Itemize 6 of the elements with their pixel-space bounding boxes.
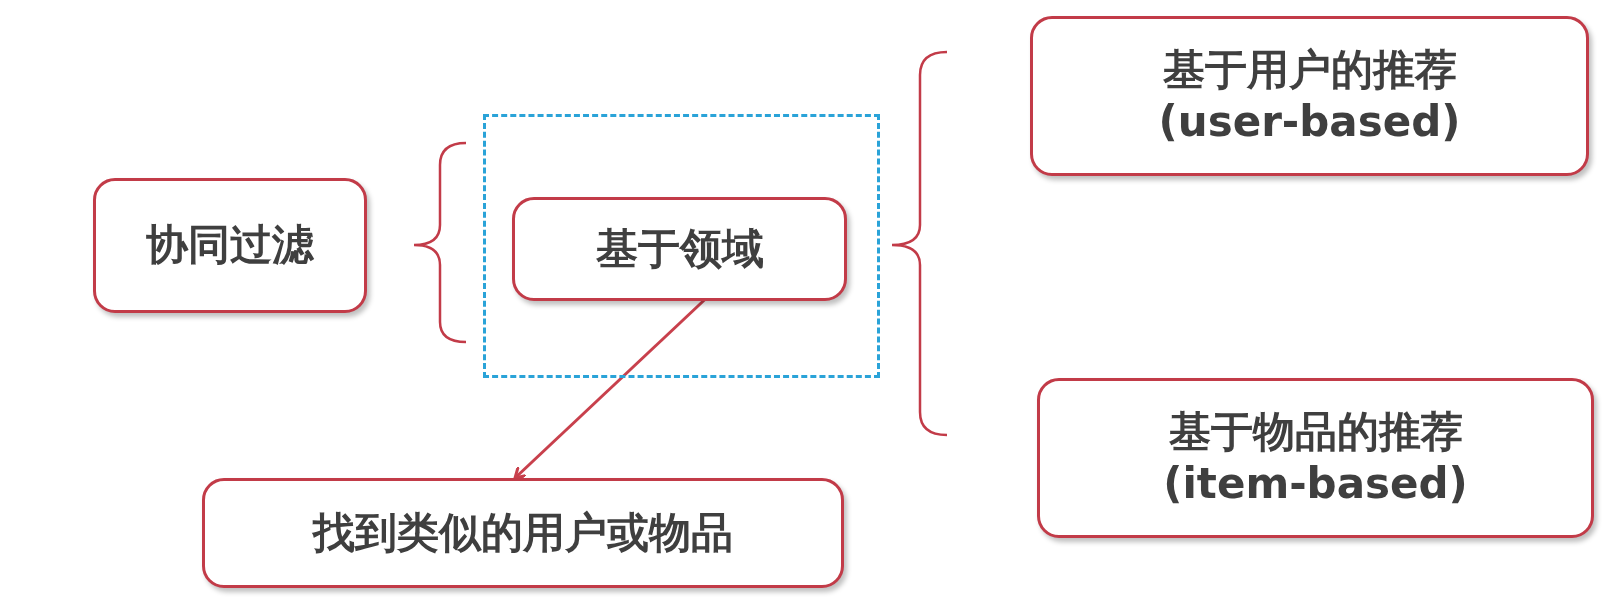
- process-box: 基于领域: [512, 197, 847, 301]
- process-box: 基于用户的推荐 (user-based): [1030, 16, 1589, 176]
- process-box: 找到类似的用户或物品: [202, 478, 844, 588]
- process-box: 协同过滤: [93, 178, 367, 313]
- process-box: 基于物品的推荐 (item-based): [1037, 378, 1594, 538]
- dashed-frame: [483, 114, 880, 378]
